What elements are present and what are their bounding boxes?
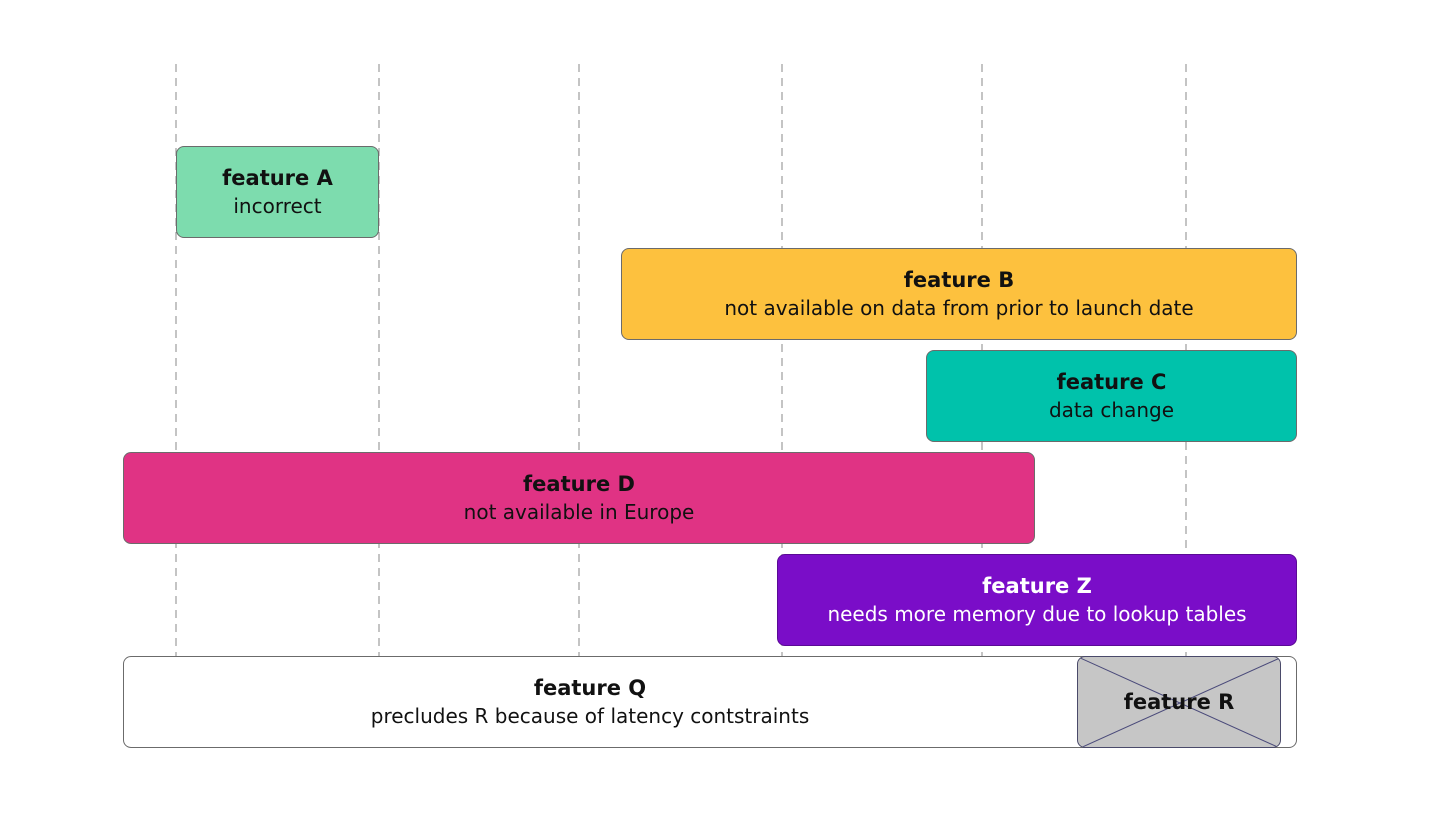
feature-r-title: feature R (1123, 690, 1235, 714)
feature-c-title: feature C (1056, 370, 1167, 394)
feature-b-desc: not available on data from prior to laun… (724, 296, 1194, 320)
feature-d-title: feature D (523, 472, 635, 496)
cross-out-icon (1078, 657, 1280, 747)
feature-a-title: feature A (222, 166, 333, 190)
feature-d-box: feature D not available in Europe (123, 452, 1035, 544)
feature-a-box: feature A incorrect (176, 146, 379, 238)
feature-r-box: feature R (1077, 656, 1281, 748)
feature-z-desc: needs more memory due to lookup tables (827, 602, 1247, 626)
feature-d-desc: not available in Europe (463, 500, 695, 524)
feature-q-text: feature Q precludes R because of latency… (124, 674, 1056, 730)
feature-a-desc: incorrect (233, 194, 322, 218)
feature-b-title: feature B (903, 268, 1015, 292)
feature-q-title: feature Q (533, 676, 647, 700)
feature-z-title: feature Z (982, 574, 1092, 598)
feature-q-desc: precludes R because of latency contstrai… (370, 704, 810, 728)
feature-b-box: feature B not available on data from pri… (621, 248, 1297, 340)
feature-c-box: feature C data change (926, 350, 1297, 442)
feature-z-box: feature Z needs more memory due to looku… (777, 554, 1297, 646)
feature-c-desc: data change (1048, 398, 1174, 422)
